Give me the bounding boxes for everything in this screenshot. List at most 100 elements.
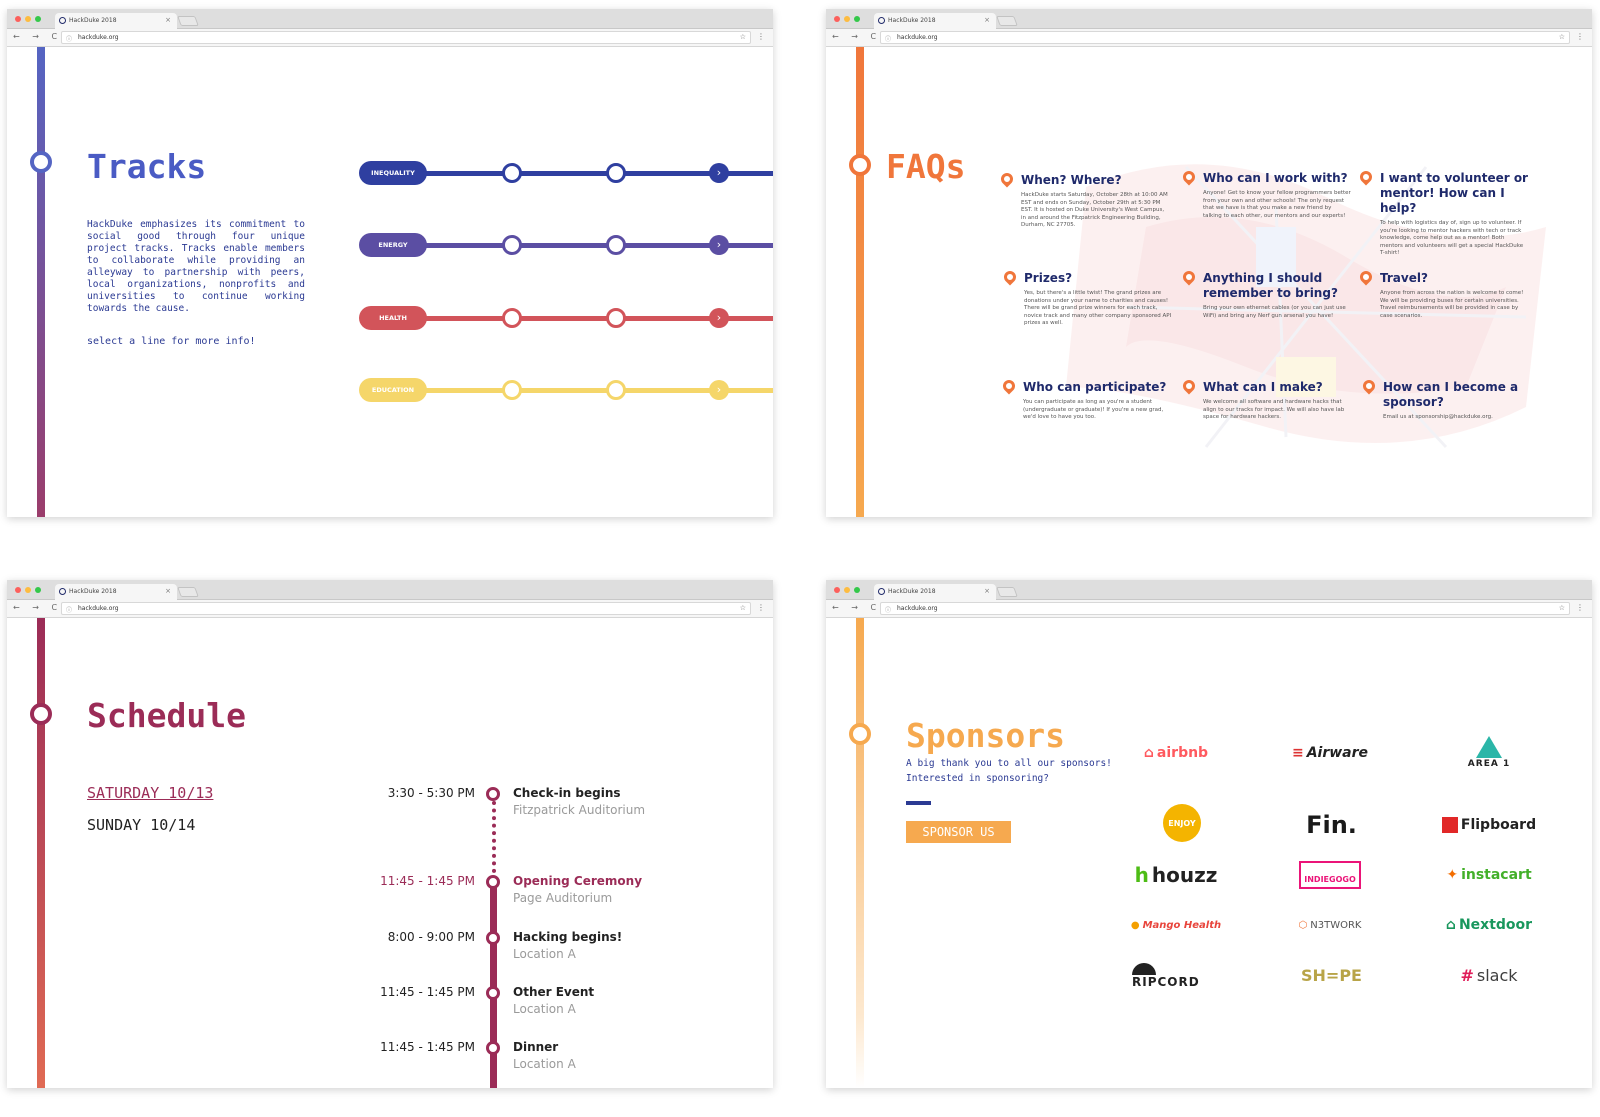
sponsor-logo-nextdoor[interactable]: ⌂Nextdoor (1429, 910, 1549, 940)
track-label[interactable]: ENERGY (359, 233, 427, 257)
sponsor-logo-fin[interactable]: Fin. (1270, 810, 1390, 840)
bookmark-star-icon[interactable]: ☆ (1558, 604, 1565, 612)
logo-text: Mango Health (1142, 919, 1222, 931)
new-tab-button[interactable] (177, 16, 199, 26)
track-label[interactable]: INEQUALITY (359, 161, 427, 185)
track-health[interactable]: HEALTH › (359, 306, 773, 330)
day-tab-sunday[interactable]: SUNDAY 10/14 (87, 816, 196, 834)
track-line (419, 243, 773, 248)
track-inequality[interactable]: INEQUALITY › (359, 161, 773, 185)
window-controls[interactable] (15, 587, 41, 593)
browser-tab[interactable]: HackDuke 2018× (874, 13, 996, 29)
browser-menu-icon[interactable]: ⋮ (1576, 32, 1584, 41)
track-stop[interactable] (502, 163, 522, 183)
sponsor-logo-n3twork[interactable]: ⬡N3TWORK (1270, 910, 1390, 940)
chevron-right-icon[interactable]: › (709, 235, 729, 255)
sponsor-logo-mango-health[interactable]: ●Mango Health (1116, 910, 1236, 940)
browser-tab[interactable]: HackDuke 2018× (874, 584, 996, 600)
track-stop[interactable] (606, 308, 626, 328)
track-education[interactable]: EDUCATION › (359, 378, 773, 402)
track-stop[interactable] (606, 380, 626, 400)
info-icon[interactable]: ⓘ (66, 607, 73, 614)
sponsor-logo-indiegogo[interactable]: INDIEGOGO (1270, 854, 1390, 896)
track-stop[interactable] (606, 163, 626, 183)
new-tab-button[interactable] (177, 587, 199, 597)
sponsor-logo-shape[interactable]: SH=PE (1270, 960, 1390, 990)
logo-text: instacart (1461, 867, 1532, 883)
close-tab-icon[interactable]: × (984, 16, 990, 24)
window-controls[interactable] (834, 587, 860, 593)
nav-buttons[interactable]: ← → C (13, 32, 63, 41)
track-energy[interactable]: ENERGY › (359, 233, 773, 257)
chevron-right-icon[interactable]: › (709, 163, 729, 183)
browser-tab[interactable]: HackDuke 2018× (55, 13, 177, 29)
logo-text: RIPCORD (1132, 975, 1200, 989)
logo-text: SH=PE (1301, 965, 1362, 985)
track-stop[interactable] (502, 235, 522, 255)
event-node (486, 986, 500, 1000)
sponsor-logo-slack[interactable]: #slack (1429, 960, 1549, 990)
browser-menu-icon[interactable]: ⋮ (757, 603, 765, 612)
new-tab-button[interactable] (996, 587, 1018, 597)
browser-menu-icon[interactable]: ⋮ (1576, 603, 1584, 612)
info-icon[interactable]: ⓘ (66, 36, 73, 43)
window-controls[interactable] (15, 16, 41, 22)
event-node (486, 1041, 500, 1055)
sponsor-logo-area1[interactable]: AREA 1 (1429, 730, 1549, 774)
sponsor-logo-airware[interactable]: ≡Airware (1270, 738, 1390, 768)
nav-buttons[interactable]: ← → C (832, 603, 882, 612)
track-stop[interactable] (502, 380, 522, 400)
close-tab-icon[interactable]: × (165, 16, 171, 24)
track-label[interactable]: HEALTH (359, 306, 427, 330)
sponsor-logo-enjoy[interactable]: ENJOY (1122, 803, 1242, 843)
track-stop[interactable] (606, 235, 626, 255)
bookmark-star-icon[interactable]: ☆ (1558, 33, 1565, 41)
info-icon[interactable]: ⓘ (885, 607, 892, 614)
faq-item: I want to volunteer or mentor! How can I… (1357, 168, 1528, 258)
track-label[interactable]: EDUCATION (359, 378, 427, 402)
sponsor-logo-instacart[interactable]: ✦instacart (1429, 860, 1549, 890)
sponsor-logo-ripcord[interactable]: RIPCORD (1116, 956, 1236, 996)
url-text: hackduke.org (78, 605, 119, 612)
close-tab-icon[interactable]: × (165, 587, 171, 595)
houzz-icon: h (1134, 863, 1149, 887)
sponsor-logo-flipboard[interactable]: Flipboard (1429, 810, 1549, 840)
track-stop[interactable] (502, 308, 522, 328)
faq-item: Travel?Anyone from across the nation is … (1357, 268, 1528, 320)
nav-buttons[interactable]: ← → C (832, 32, 882, 41)
close-tab-icon[interactable]: × (984, 587, 990, 595)
chevron-right-icon[interactable]: › (709, 308, 729, 328)
faq-question: How can I become a sponsor? (1383, 380, 1519, 409)
map-pin-icon (1001, 268, 1019, 286)
chevron-right-icon[interactable]: › (709, 380, 729, 400)
sponsor-logo-airbnb[interactable]: ⌂airbnb (1116, 738, 1236, 768)
new-tab-button[interactable] (996, 16, 1018, 26)
sponsor-us-button[interactable]: SPONSOR US (906, 821, 1011, 843)
bookmark-star-icon[interactable]: ☆ (739, 33, 746, 41)
favicon-icon (59, 588, 66, 595)
nav-buttons[interactable]: ← → C (13, 603, 63, 612)
browser-tab[interactable]: HackDuke 2018× (55, 584, 177, 600)
timeline-node (30, 703, 52, 725)
event-location: Location A (513, 1057, 576, 1071)
bookmark-star-icon[interactable]: ☆ (739, 604, 746, 612)
day-tab-saturday[interactable]: SATURDAY 10/13 (87, 784, 214, 802)
browser-menu-icon[interactable]: ⋮ (757, 32, 765, 41)
page-title: Sponsors (906, 716, 1065, 755)
url-field[interactable]: ⓘ hackduke.org ☆ (61, 602, 751, 615)
faq-item: Who can I work with?Anyone! Get to know … (1180, 168, 1351, 220)
window-controls[interactable] (834, 16, 860, 22)
info-icon[interactable]: ⓘ (885, 36, 892, 43)
